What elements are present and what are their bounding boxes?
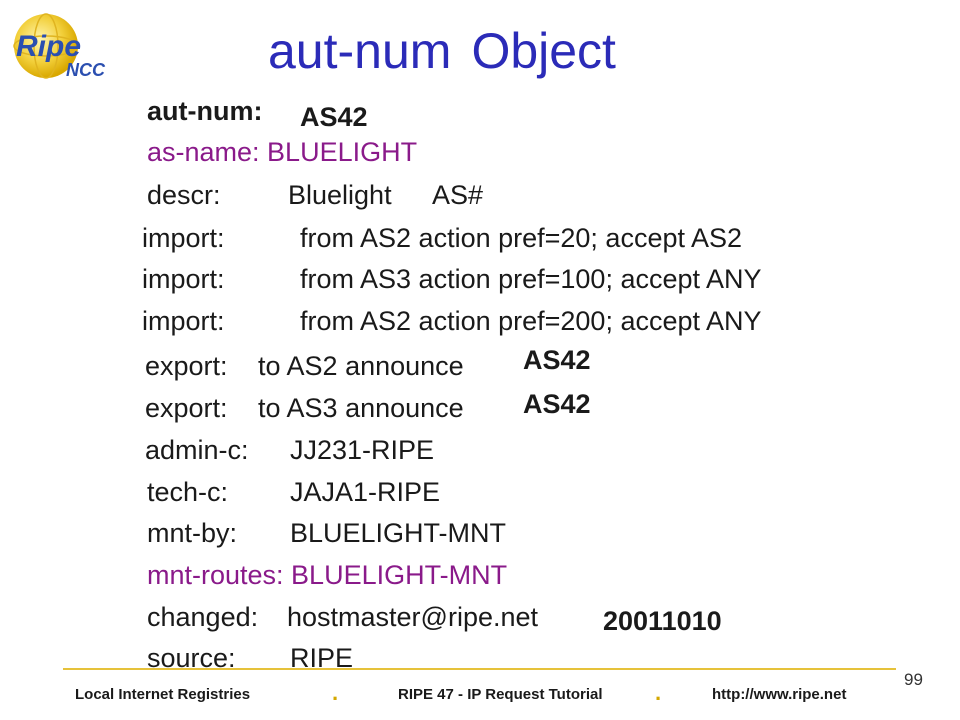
import1-key: import:	[142, 223, 225, 253]
descr-key: descr:	[147, 180, 221, 210]
import2-key: import:	[142, 264, 225, 294]
logo-primary-text: Ripe	[16, 30, 81, 63]
footer-separator-2: .	[655, 680, 662, 705]
footer-divider	[63, 668, 896, 670]
title-part2: Object	[471, 23, 616, 79]
import1-value: from AS2 action pref=20; accept AS2	[300, 223, 743, 253]
mnt-routes-line: mnt-routes: BLUELIGHT-MNT	[147, 560, 508, 590]
import2-value: from AS3 action pref=100; accept ANY	[300, 264, 762, 294]
page-number: 99	[904, 670, 923, 689]
changed-key: changed:	[147, 602, 259, 632]
admin-c-value: JJ231-RIPE	[290, 435, 435, 465]
descr-extra: AS#	[432, 180, 484, 210]
globe-icon: Ripe NCC	[13, 13, 106, 80]
mnt-by-key: mnt-by:	[147, 518, 238, 548]
export1-as: AS42	[523, 345, 591, 375]
import3-value: from AS2 action pref=200; accept ANY	[300, 306, 762, 336]
footer-separator-1: .	[332, 680, 339, 705]
export1-value: to AS2 announce	[258, 351, 464, 381]
footer-left-text: Local Internet Registries	[75, 686, 251, 703]
changed-date: 20011010	[603, 606, 722, 636]
import3-key: import:	[142, 306, 225, 336]
title-part1: aut-num	[268, 23, 452, 79]
ripe-ncc-logo: Ripe NCC	[6, 10, 118, 80]
as-name-line: as-name: BLUELIGHT	[147, 137, 418, 167]
export2-value: to AS3 announce	[258, 393, 464, 423]
page-title: aut-num Object	[268, 22, 616, 80]
logo-secondary-text: NCC	[66, 60, 106, 80]
footer-right-text: http://www.ripe.net	[712, 686, 847, 703]
aut-num-value: AS42	[300, 102, 368, 132]
export2-as: AS42	[523, 389, 591, 419]
tech-c-value: JAJA1-RIPE	[290, 477, 441, 507]
changed-value: hostmaster@ripe.net	[287, 602, 539, 632]
export1-key: export:	[145, 351, 228, 381]
mnt-by-value: BLUELIGHT-MNT	[290, 518, 507, 548]
export2-key: export:	[145, 393, 228, 423]
admin-c-key: admin-c:	[145, 435, 249, 465]
descr-value: Bluelight	[288, 180, 392, 210]
aut-num-key: aut-num:	[147, 96, 263, 126]
footer-center-text: RIPE 47 - IP Request Tutorial	[398, 686, 603, 703]
tech-c-key: tech-c:	[147, 477, 229, 507]
